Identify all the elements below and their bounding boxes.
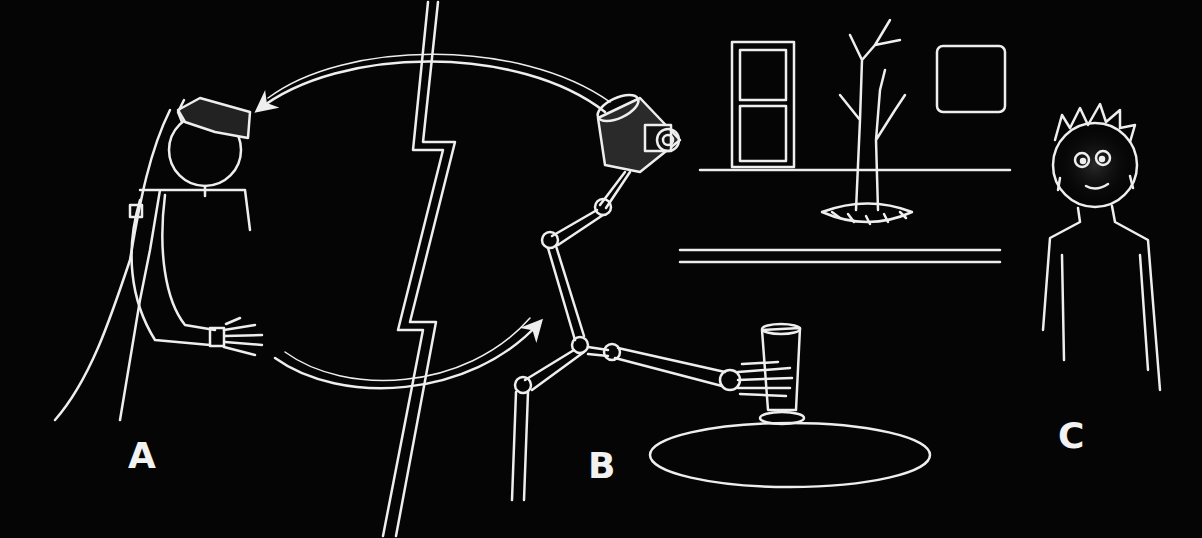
motion-arrow <box>275 322 540 388</box>
operator-person <box>55 98 262 420</box>
figure-letter: A <box>128 438 156 474</box>
video-arrow <box>258 61 605 112</box>
lightning-divider <box>383 2 455 536</box>
bystander-person <box>1043 104 1160 390</box>
background-room <box>680 42 1010 262</box>
figure-letter: B <box>588 448 615 484</box>
tree <box>822 20 912 224</box>
robot <box>512 90 792 500</box>
cup-table <box>650 324 930 487</box>
figure-letter: C <box>1058 418 1084 454</box>
